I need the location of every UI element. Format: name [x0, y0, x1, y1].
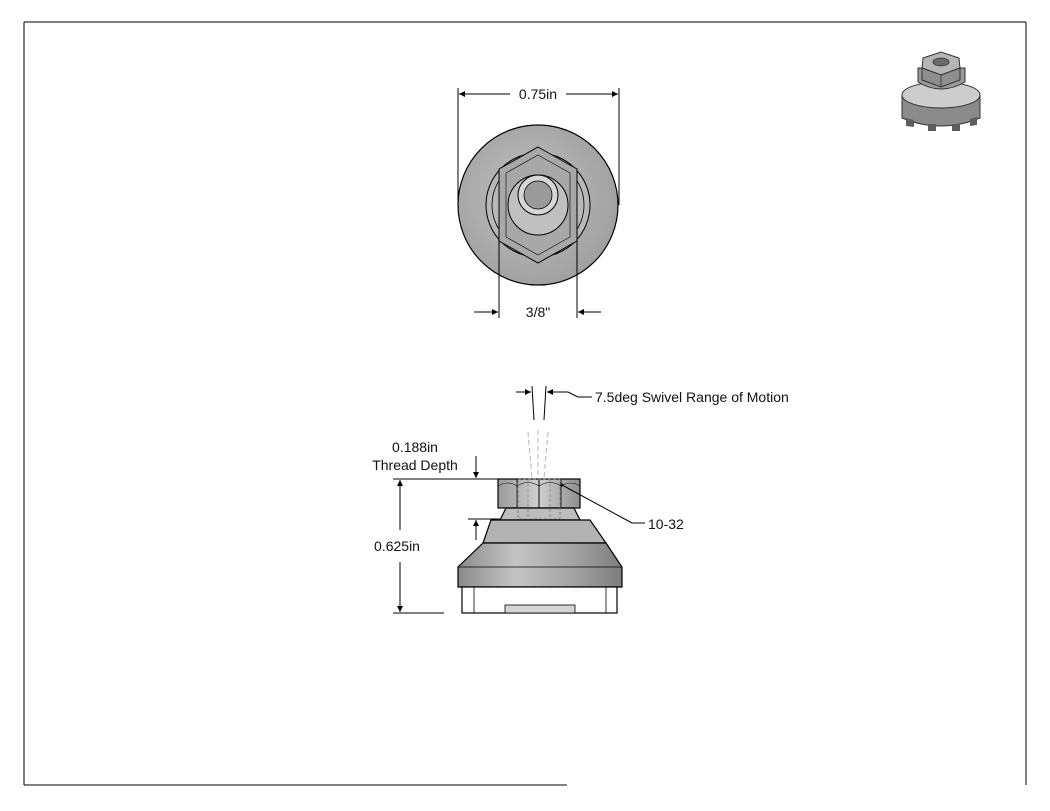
dim-outer-diameter: 0.75in	[457, 86, 620, 205]
thread-depth-caption: Thread Depth	[372, 457, 458, 473]
dim-height: 0.625in	[374, 478, 497, 614]
hex-nut-side	[497, 478, 581, 509]
swivel-range-label: 7.5deg Swivel Range of Motion	[595, 389, 789, 405]
dim-hex-size: 3/8"	[474, 205, 601, 320]
hex-size-label: 3/8"	[526, 304, 550, 320]
hidden-thread-lines	[517, 478, 561, 520]
dim-swivel-range: 7.5deg Swivel Range of Motion	[516, 385, 789, 421]
height-label: 0.625in	[374, 538, 420, 554]
leveling-foot-iso-icon	[901, 51, 981, 131]
thread-spec-label: 10-32	[648, 516, 684, 532]
sheet-border	[23, 21, 1027, 786]
swivel-neck	[499, 507, 581, 521]
side-view	[457, 430, 623, 614]
thread-depth-value: 0.188in	[392, 439, 438, 455]
dim-thread-depth: 0.188in Thread Depth	[372, 439, 500, 540]
base-body	[457, 519, 623, 614]
top-view	[457, 124, 619, 286]
swivel-phantom-lines	[527, 430, 549, 479]
outer-diameter-label: 0.75in	[519, 86, 557, 102]
thread-spec-callout: 10-32	[560, 483, 684, 532]
